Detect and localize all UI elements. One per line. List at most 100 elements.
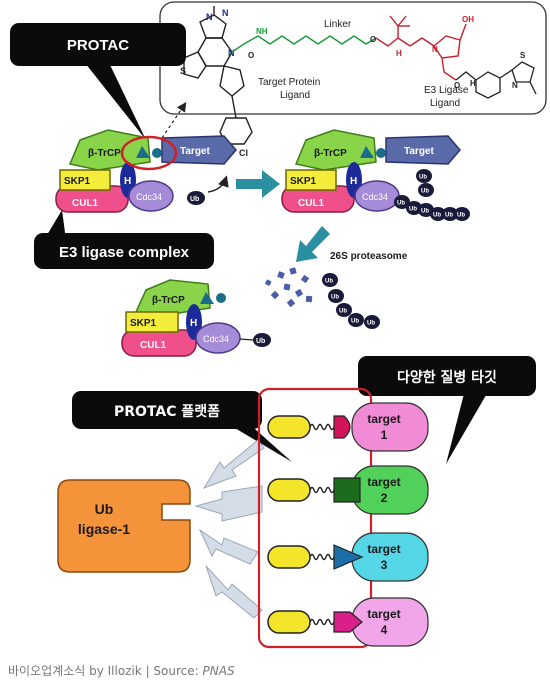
cdc34-label-3: Cdc34 xyxy=(203,334,229,344)
ub-chain-bead xyxy=(406,201,422,215)
ub-chain-bead-label: Ub xyxy=(397,201,405,207)
target-protein-shape xyxy=(351,597,429,647)
proteasome-label: 26S proteasome xyxy=(330,251,408,262)
ligase-complex-3: β-TrCP SKP1 CUL1 H Cdc34 Ub xyxy=(121,279,271,357)
ub-chain-bead xyxy=(430,207,446,221)
protac-ligand-1 xyxy=(152,148,162,158)
e3-ligand-structure xyxy=(375,15,467,81)
ub-chain-bead-label: Ub xyxy=(445,213,453,219)
atom-h-1: H xyxy=(396,49,402,58)
target-label-line1: target xyxy=(367,542,400,556)
recruit-arrow-3 xyxy=(198,528,259,565)
ub-chain-bead-label: Ub xyxy=(433,213,441,219)
target-ligand-label-line1: Target Protein xyxy=(258,77,320,88)
zoom-connector xyxy=(161,102,187,139)
free-ub-bead-label: Ub xyxy=(331,295,339,301)
step-arrow-1 xyxy=(236,170,280,198)
diverse-targets-callout: 다양한 질병 타깃 xyxy=(358,356,536,464)
protac-ligand-3 xyxy=(216,293,226,303)
target-label-2: Target xyxy=(404,146,434,157)
e3-ligand-label-line2: Ligand xyxy=(430,98,460,109)
cdc34-shape-1 xyxy=(128,180,174,212)
protac-callout-label: PROTAC xyxy=(67,37,129,54)
ligase-complex-2: β-TrCP SKP1 CUL1 H Cdc34 Target xyxy=(281,129,461,213)
atom-n-1: N xyxy=(206,12,213,22)
cul1-label-3: CUL1 xyxy=(140,340,167,351)
e3-complex-callout: E3 ligase complex xyxy=(34,210,214,269)
e3-ligand-capsule xyxy=(267,610,311,634)
source-caption: 바이오업계소식 by Illozik | Source: PNAS xyxy=(8,662,235,679)
atom-nh: NH xyxy=(256,27,268,36)
free-ub-bead xyxy=(364,315,380,329)
molecule-panel: N N N S Cl NH O O Linker H N OH O xyxy=(159,1,547,158)
ub-shape-3 xyxy=(253,333,271,347)
protac-target-row: target 4 xyxy=(267,597,429,647)
atom-s-2: S xyxy=(520,51,526,60)
target-warhead xyxy=(333,415,351,439)
target-label-1: Target xyxy=(180,146,210,157)
protac-target-row: target 2 xyxy=(267,465,429,515)
ub-label-1: Ub xyxy=(190,196,199,203)
free-ub-bead xyxy=(322,273,338,287)
target-label-line2: 3 xyxy=(381,558,388,572)
skp1-label-1: SKP1 xyxy=(64,176,91,187)
protac-ligand-2 xyxy=(376,148,386,158)
atom-o-1: O xyxy=(248,51,254,60)
free-ub-bead-label: Ub xyxy=(351,319,359,325)
target-warhead xyxy=(333,477,361,503)
target-label-line2: 2 xyxy=(381,491,388,505)
protac-warhead-2 xyxy=(360,146,374,158)
ub-chain-bead xyxy=(442,207,458,221)
recruit-arrow-1 xyxy=(202,439,265,489)
recruit-arrow-2 xyxy=(194,485,263,522)
diverse-targets-callout-label: 다양한 질병 타깃 xyxy=(397,369,497,386)
cdc34-shape-3 xyxy=(195,322,241,354)
linker-chain xyxy=(231,35,377,53)
cdc34-label-1: Cdc34 xyxy=(136,192,162,202)
target-shape-1 xyxy=(161,135,237,165)
linker-squiggle xyxy=(309,553,335,561)
target-label-line2: 4 xyxy=(381,623,388,637)
free-ub-bead xyxy=(348,313,364,327)
btrcp-label-2: β-TrCP xyxy=(314,148,347,159)
caption-prefix: 바이오업계소식 by Illozik | Source: xyxy=(8,664,203,678)
ligase-complex-1: β-TrCP SKP1 CUL1 H Cdc34 Ub Target xyxy=(55,129,237,213)
linker-squiggle xyxy=(309,486,335,494)
linker-label: Linker xyxy=(324,19,352,30)
recruit-arrow-4 xyxy=(205,565,263,619)
target-label-line1: target xyxy=(367,475,400,489)
cdc34-label-2: Cdc34 xyxy=(362,192,388,202)
protac-platform-callout: PROTAC 플랫폼 xyxy=(72,391,292,462)
ub-chain-bead-label: Ub xyxy=(421,189,429,195)
atom-n-4: N xyxy=(432,45,438,54)
h-label-2: H xyxy=(350,176,357,187)
skp1-label-3: SKP1 xyxy=(130,318,157,329)
ub-chain-bead xyxy=(454,207,470,221)
h-label-3: H xyxy=(190,318,197,329)
skp1-shape-1 xyxy=(59,169,111,191)
atom-o-2: O xyxy=(370,35,376,44)
ub-chain-bead-label: Ub xyxy=(457,213,465,219)
free-ub-bead xyxy=(336,303,352,317)
skp1-shape-2 xyxy=(285,169,337,191)
target-warhead xyxy=(333,611,363,633)
free-ub-bead-label: Ub xyxy=(339,309,347,315)
atom-n-2: N xyxy=(222,8,229,18)
e3-ligand-capsule xyxy=(267,415,311,439)
ub-transfer-arrow xyxy=(207,175,229,193)
ub-chain-bead-label: Ub xyxy=(419,175,427,181)
protac-target-row: target 3 xyxy=(267,532,429,582)
target-label-line1: target xyxy=(367,412,400,426)
ub-chain-bead xyxy=(418,203,434,217)
target-label-line1: target xyxy=(367,607,400,621)
e3-ligand-capsule xyxy=(267,545,311,569)
target-shape-2 xyxy=(385,135,461,165)
atom-n-5: N xyxy=(512,81,518,90)
linker-squiggle xyxy=(309,618,335,626)
protac-warhead-3 xyxy=(200,292,214,304)
cul1-label-2: CUL1 xyxy=(298,198,325,209)
ub-chain-bead-label: Ub xyxy=(421,209,429,215)
